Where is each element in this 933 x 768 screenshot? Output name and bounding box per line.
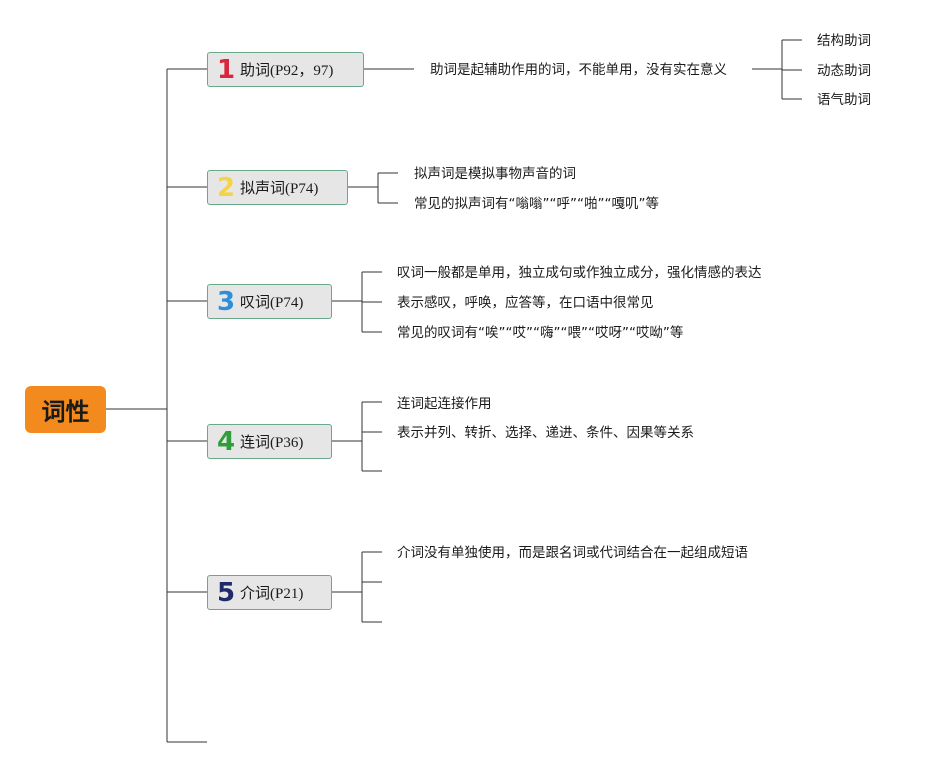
branch-label-3: 叹词(P74) (240, 295, 304, 311)
leaf-3-2: 表示感叹，呼唤，应答等，在口语中很常见 (397, 295, 654, 311)
branch-number-5: 5 (216, 577, 236, 608)
branch-label-2: 拟声词(P74) (240, 181, 319, 197)
branch-node-5[interactable]: 5 介词(P21) (207, 575, 332, 610)
leaf-3-3: 常见的叹词有“唉”“哎”“嗨”“喂”“哎呀”“哎呦”等 (397, 325, 684, 341)
branch-number-4: 4 (216, 426, 236, 457)
branch-label-5: 介词(P21) (240, 586, 304, 602)
branch-node-1[interactable]: 1 助词(P92，97) (207, 52, 364, 87)
sub-item-1-1: 结构助词 (817, 33, 871, 49)
leaf-3-1: 叹词一般都是单用，独立成句或作独立成分，强化情感的表达 (397, 265, 762, 281)
leaf-4-2: 表示并列、转折、选择、递进、条件、因果等关系 (397, 425, 694, 441)
branch-node-4[interactable]: 4 连词(P36) (207, 424, 332, 459)
branch-node-3[interactable]: 3 叹词(P74) (207, 284, 332, 319)
leaf-5-1: 介词没有单独使用，而是跟名词或代词结合在一起组成短语 (397, 545, 748, 561)
leaf-1-1: 助词是起辅助作用的词，不能单用，没有实在意义 (430, 62, 727, 78)
branch-label-4: 连词(P36) (240, 435, 304, 451)
branch-number-2: 2 (216, 172, 236, 203)
sub-item-1-3: 语气助词 (817, 92, 871, 108)
branch-number-1: 1 (216, 54, 236, 85)
root-label: 词性 (41, 398, 90, 426)
leaf-2-2: 常见的拟声词有“嗡嗡”“呼”“啪”“嘎叽”等 (414, 196, 659, 212)
leaf-2-1: 拟声词是模拟事物声音的词 (414, 166, 576, 182)
sub-item-1-2: 动态助词 (817, 63, 871, 79)
branch-label-1: 助词(P92，97) (240, 63, 334, 79)
leaf-4-1: 连词起连接作用 (397, 396, 492, 412)
root-node[interactable]: 词性 (25, 386, 106, 433)
branch-node-2[interactable]: 2 拟声词(P74) (207, 170, 348, 205)
branch-number-3: 3 (216, 286, 236, 317)
